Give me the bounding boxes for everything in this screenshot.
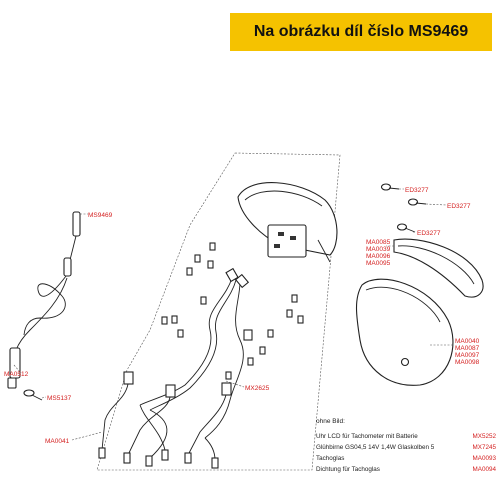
speedometer-unit [237, 182, 338, 263]
label-ma0039: MA0039 [366, 246, 391, 253]
part-number-banner: Na obrázku díl číslo MS9469 [230, 13, 492, 51]
speedometer-housing [355, 278, 454, 386]
label-ma0085: MA0085 [366, 239, 391, 246]
label-ma0096: MA0096 [366, 253, 391, 260]
label-ms9469: MS9469 [88, 212, 113, 219]
label-ma0087: MA0087 [455, 345, 480, 352]
label-ms5137: MS5137 [47, 395, 72, 402]
notes-row-desc: Glühbirne GS04,5 14V 1,4W Glaskolben 5 [316, 444, 435, 451]
notes-row-number: MX5252 [472, 433, 496, 440]
notes-row: Tachoglas MA0093 [316, 453, 496, 464]
speedometer-cable [7, 211, 81, 389]
bezel-ring [393, 238, 484, 298]
label-ma0040: MA0040 [455, 338, 480, 345]
notes-row-desc: Tachoglas [316, 455, 345, 462]
notes-row-desc: Uhr LCD für Tachometer mit Batterie [316, 433, 418, 440]
leader-lines [13, 188, 454, 441]
screw-ms5137 [23, 389, 43, 401]
wiring-harness [98, 267, 253, 469]
notes-row-number: MA0094 [472, 466, 496, 473]
notes-header: ohne Bild: [316, 418, 345, 425]
label-ma0095: MA0095 [366, 260, 391, 267]
label-ed3277-top: ED3277 [405, 187, 429, 194]
notes-row: Glühbirne GS04,5 14V 1,4W Glaskolben 5 M… [316, 442, 496, 453]
label-mx2625: MX2625 [245, 385, 270, 392]
label-ma0512: MA0512 [4, 371, 29, 378]
parts-not-pictured: ohne Bild: Uhr LCD für Tachometer mit Ba… [316, 418, 496, 475]
exploded-view-frame [96, 152, 341, 471]
label-ed3277-mid: ED3277 [447, 203, 471, 210]
notes-row-desc: Dichtung für Tachoglas [316, 466, 380, 473]
label-ed3277-low: ED3277 [417, 230, 441, 237]
screws-ed3277 [380, 183, 427, 233]
label-ma0097: MA0097 [455, 352, 480, 359]
banner-text: Na obrázku díl číslo MS9469 [253, 23, 469, 40]
label-ma0041: MA0041 [45, 438, 70, 445]
notes-row-number: MX7245 [472, 444, 496, 451]
label-ma0098: MA0098 [455, 359, 480, 366]
notes-row-number: MA0093 [472, 455, 496, 462]
notes-row: Dichtung für Tachoglas MA0094 [316, 464, 496, 475]
bulb-sockets [161, 242, 304, 380]
notes-row: Uhr LCD für Tachometer mit Batterie MX52… [316, 431, 496, 442]
